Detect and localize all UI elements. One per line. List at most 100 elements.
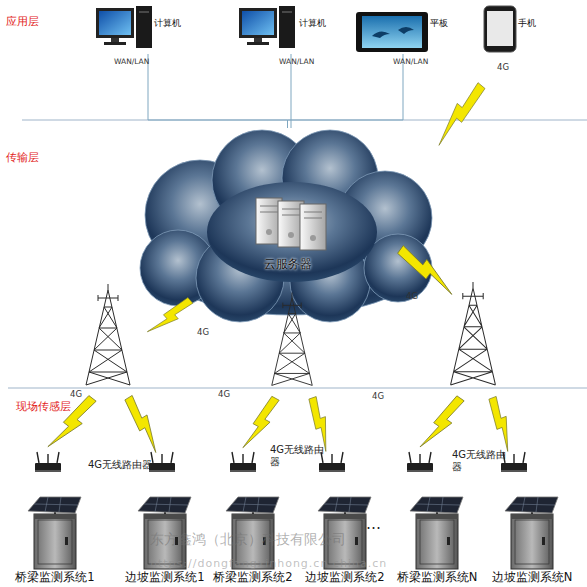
tower-group — [86, 282, 495, 386]
router-group — [35, 452, 61, 472]
link-label: WAN/LAN — [114, 57, 149, 66]
lightning-group — [46, 393, 98, 454]
monitoring-station: 边坡监测系统1 — [123, 494, 207, 587]
link-label: WAN/LAN — [393, 57, 428, 66]
node-label: 桥梁监测系统2 — [211, 571, 295, 585]
wireless-link — [439, 83, 485, 146]
node-label: 边坡监测系统N — [490, 571, 574, 585]
computer-icon — [254, 38, 262, 42]
lightning-group — [418, 394, 466, 454]
node-label: 边坡监测系统2 — [303, 571, 387, 585]
layer-divider — [22, 120, 587, 121]
node-label: 边坡监测系统1 — [123, 571, 207, 585]
phone-icon — [487, 11, 513, 46]
router-group — [407, 452, 433, 472]
layer-title: 传输层 — [6, 151, 39, 164]
router-group — [501, 452, 527, 472]
lightning-group — [46, 243, 518, 454]
watermark: 东方鑫鸿（北京）科技有限公司 — [150, 531, 346, 548]
tower-group — [272, 292, 312, 385]
ellipsis-mark: … — [366, 515, 381, 533]
lightning-group — [241, 395, 281, 454]
server-icon — [260, 206, 322, 218]
router-label: 4G无线路由器 — [88, 459, 152, 471]
cloud-shape — [140, 130, 432, 322]
monitoring-station: 边坡监测系统2 — [303, 494, 387, 587]
station-group — [318, 497, 371, 569]
monitoring-station: 边坡监测系统N — [490, 494, 574, 587]
router-group — [35, 452, 527, 472]
layer-divider — [8, 120, 587, 388]
computer-icon — [111, 38, 119, 42]
station-group — [505, 497, 558, 569]
tablet-icon — [356, 12, 428, 52]
computer-icon — [239, 6, 295, 48]
layer-divider — [8, 388, 587, 389]
monitoring-station: 桥梁监测系统2 — [211, 494, 295, 587]
lightning-group — [486, 396, 518, 453]
phone-node: 手机 — [480, 4, 544, 86]
phone-icon — [484, 6, 516, 52]
link-label: 4G — [218, 389, 230, 399]
router-label: 4G无线路由器 — [270, 444, 325, 468]
server-icon — [256, 198, 326, 250]
station-group — [226, 497, 279, 569]
node-label: 计算机 — [299, 18, 326, 29]
computer-icon — [279, 6, 295, 48]
computer-icon — [136, 6, 152, 48]
server-icon — [300, 204, 326, 250]
lightning-group — [395, 243, 460, 296]
node-label: 桥梁监测系统N — [395, 571, 479, 585]
network-line — [291, 54, 292, 128]
computer-icon — [239, 8, 277, 38]
node-label: 计算机 — [154, 18, 181, 29]
computer-icon — [247, 42, 269, 45]
watermark: https://dongfangxinhong.cn.china.cn — [150, 557, 387, 570]
computer-icon — [242, 11, 274, 35]
layer-title: 现场传感层 — [16, 400, 71, 413]
station-group — [138, 497, 191, 569]
computer-icon — [99, 11, 131, 35]
monitoring-station: 桥梁监测系统N — [395, 494, 479, 587]
lightning-group — [122, 394, 166, 454]
router-label: 4G无线路由器 — [452, 449, 507, 473]
computer-icon — [104, 42, 126, 45]
link-label: 4G — [197, 327, 209, 337]
station-group — [28, 497, 81, 569]
link-label: 4G — [497, 62, 509, 72]
tablet-icon — [356, 12, 428, 52]
tablet-icon — [372, 27, 414, 38]
server-icon — [310, 235, 316, 241]
phone-icon — [484, 6, 516, 52]
computer-icon — [139, 12, 149, 13]
router-group — [319, 452, 345, 472]
server-icon — [288, 232, 294, 238]
computer-icon — [96, 8, 134, 38]
link-label: 4G — [70, 389, 82, 399]
link-label: WAN/LAN — [279, 57, 314, 66]
computer-icon — [96, 6, 152, 48]
lightning-group — [306, 396, 336, 452]
router-group — [149, 452, 175, 472]
server-icon — [266, 229, 272, 235]
lightning-group — [146, 295, 194, 339]
node-label: 手机 — [518, 18, 536, 29]
node-label: 平板 — [430, 18, 448, 29]
tower-group — [451, 282, 496, 385]
tablet-node: 平板 — [352, 4, 452, 54]
link-label: 4G — [372, 391, 384, 401]
tablet-icon — [362, 16, 422, 48]
computer-icon — [282, 12, 292, 13]
computer-node: 计算机 — [235, 4, 340, 54]
layer-title: 应用层 — [6, 15, 39, 28]
router-group — [230, 452, 256, 472]
station-group — [28, 497, 558, 569]
station-group — [410, 497, 463, 569]
node-label: 桥梁监测系统1 — [13, 571, 97, 585]
node-label: 云服务器 — [140, 257, 435, 271]
